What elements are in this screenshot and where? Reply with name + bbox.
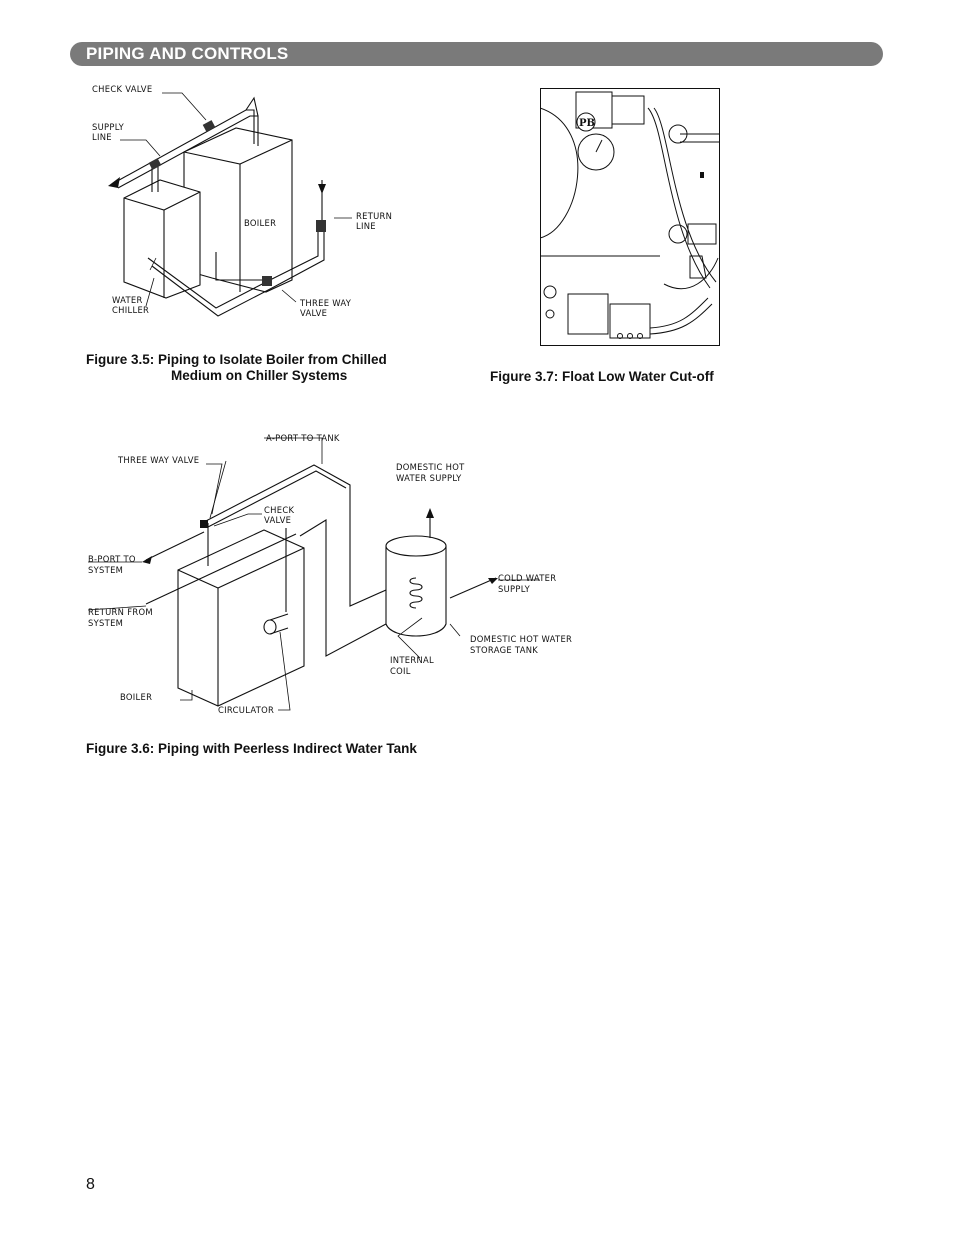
figure-3-5-caption: Figure 3.5: Piping to Isolate Boiler fro… (86, 352, 466, 384)
label-return-line-2: LINE (356, 221, 376, 231)
label-water-chiller-1: WATER (112, 295, 143, 305)
figure-3-7-photo: PB (540, 88, 720, 346)
label-three-way-valve-1: THREE WAY (299, 298, 352, 308)
figure-3-5-number: Figure 3.5: (86, 352, 155, 367)
label-three-way-valve: THREE WAY VALVE (117, 455, 199, 465)
float-cutoff-drawing: PB (540, 88, 720, 346)
label-b-port-2: SYSTEM (88, 565, 123, 575)
label-check-valve: CHECK VALVE (92, 84, 152, 94)
label-dhw-supply-2: WATER SUPPLY (396, 473, 462, 483)
section-title: PIPING AND CONTROLS (86, 44, 289, 63)
figure-3-6-diagram: A-PORT TO TANK THREE WAY VALVE DOMESTIC … (86, 428, 576, 718)
label-storage-tank-2: STORAGE TANK (470, 645, 538, 655)
label-circulator: CIRCULATOR (218, 705, 274, 715)
label-cold-water-1: COLD WATER (498, 573, 556, 583)
label-internal-coil-2: COIL (390, 666, 411, 676)
label-three-way-valve-2: VALVE (300, 308, 327, 318)
label-return-from-1: RETURN FROM (88, 607, 153, 617)
label-water-chiller-2: CHILLER (112, 305, 149, 315)
peerless-logo: PB (579, 118, 595, 129)
page-number: 8 (86, 1176, 95, 1193)
label-cold-water-2: SUPPLY (498, 584, 531, 594)
label-boiler: BOILER (120, 692, 152, 702)
label-b-port-1: B-PORT TO (88, 554, 136, 564)
section-header-bar: PIPING AND CONTROLS (70, 42, 883, 66)
label-boiler: BOILER (244, 218, 276, 228)
figure-3-5-diagram: CHECK VALVE SUPPLY LINE BOILER RETURN LI… (86, 80, 416, 340)
figure-3-5-caption-line1: Piping to Isolate Boiler from Chilled (158, 352, 387, 367)
label-internal-coil-1: INTERNAL (390, 655, 434, 665)
label-a-port: A-PORT TO TANK (266, 433, 340, 443)
label-check-valve-1: CHECK (264, 505, 294, 515)
label-dhw-supply-1: DOMESTIC HOT (396, 462, 465, 472)
indirect-tank-piping-drawing: A-PORT TO TANK THREE WAY VALVE DOMESTIC … (86, 428, 576, 718)
label-supply-line-2: LINE (92, 132, 112, 142)
label-check-valve-2: VALVE (264, 515, 291, 525)
figure-3-6-caption: Figure 3.6: Piping with Peerless Indirec… (86, 741, 417, 756)
label-supply-line-1: SUPPLY (92, 122, 125, 132)
figure-3-5-caption-line2: Medium on Chiller Systems (171, 368, 348, 383)
label-storage-tank-1: DOMESTIC HOT WATER (470, 634, 572, 644)
label-return-line-1: RETURN (356, 211, 392, 221)
label-return-from-2: SYSTEM (88, 618, 123, 628)
chiller-piping-drawing: CHECK VALVE SUPPLY LINE BOILER RETURN LI… (86, 80, 416, 340)
figure-3-7-caption: Figure 3.7: Float Low Water Cut-off (490, 369, 714, 384)
